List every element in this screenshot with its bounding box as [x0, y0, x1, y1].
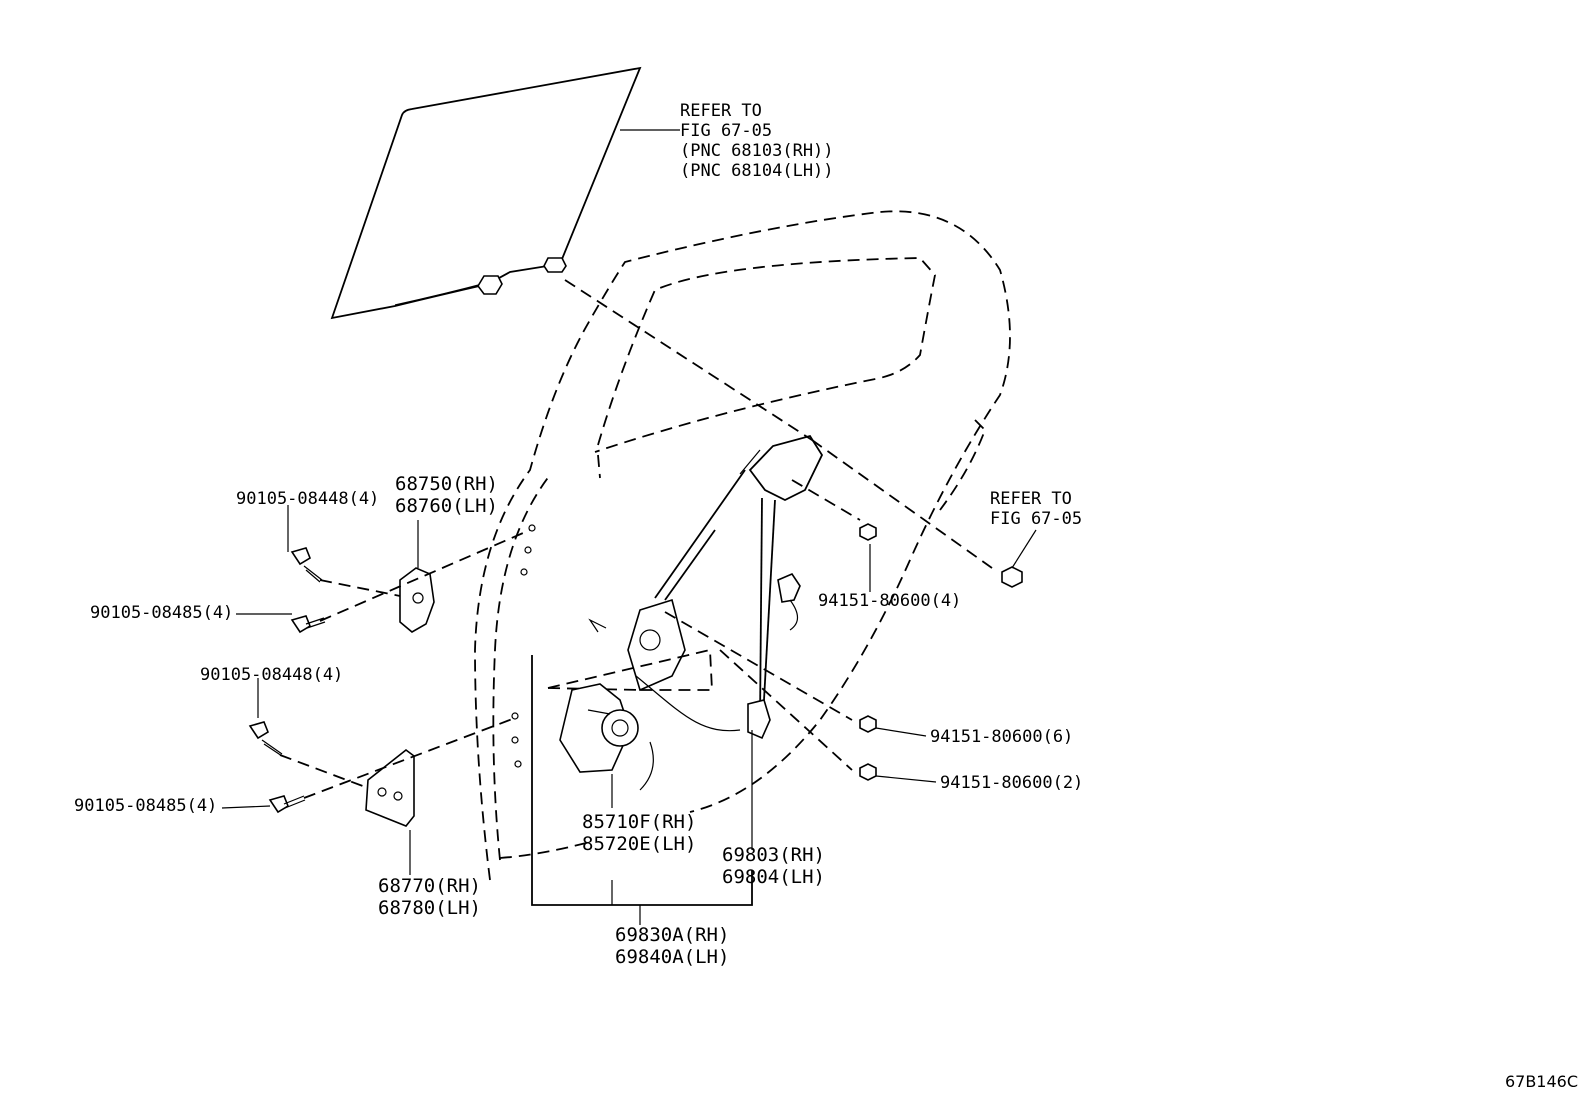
window-motor: [559, 683, 654, 791]
door-glass: [330, 66, 642, 320]
bolt-refer-fig-label: FIG 67-05: [990, 509, 1083, 529]
nut-c-label: 94151-80600(2): [940, 773, 1084, 793]
assembly-rh-label: 69830A(RH): [615, 924, 730, 946]
upper-hinge-bracket: [290, 529, 531, 634]
glass-pnc-lh-label: (PNC 68104(LH)): [680, 161, 834, 181]
figure-code: 67B146C: [1504, 1072, 1578, 1091]
motor-lh-label: 85720E(LH): [582, 833, 697, 855]
nut-b-label: 94151-80600(6): [930, 727, 1074, 747]
bolt-refer-to-label: REFER TO: [990, 489, 1072, 509]
door-holes: [511, 524, 536, 768]
hinge-upper-rh-label: 68750(RH): [395, 473, 498, 495]
hinge-upper-lh-label: 68760(LH): [395, 495, 498, 517]
bolt-lower-b-label: 90105-08485(4): [74, 796, 218, 816]
nuts: [664, 523, 1023, 781]
leader-lines: [221, 129, 1037, 925]
motor-rh-label: 85710F(RH): [582, 811, 697, 833]
lower-hinge-bracket: [248, 717, 516, 827]
glass-pnc-rh-label: (PNC 68103(RH)): [680, 141, 834, 161]
door-outline: [474, 210, 1011, 881]
hinge-lower-lh-label: 68780(LH): [378, 897, 481, 919]
bolt-lower-a-label: 90105-08448(4): [200, 665, 344, 685]
bolt-upper-b-label: 90105-08485(4): [90, 603, 234, 623]
hinge-lower-rh-label: 68770(RH): [378, 875, 481, 897]
window-regulator: [654, 434, 824, 740]
assembly-lh-label: 69840A(LH): [615, 946, 730, 968]
nut-a-label: 94151-80600(4): [818, 591, 962, 611]
regulator-lh-label: 69804(LH): [722, 866, 825, 888]
regulator-rh-label: 69803(RH): [722, 844, 825, 866]
glass-refer-fig-label: FIG 67-05: [680, 121, 773, 141]
bolt-upper-a-label: 90105-08448(4): [236, 489, 380, 509]
glass-refer-to-label: REFER TO: [680, 101, 762, 121]
glass-mount-lines: [564, 279, 993, 569]
